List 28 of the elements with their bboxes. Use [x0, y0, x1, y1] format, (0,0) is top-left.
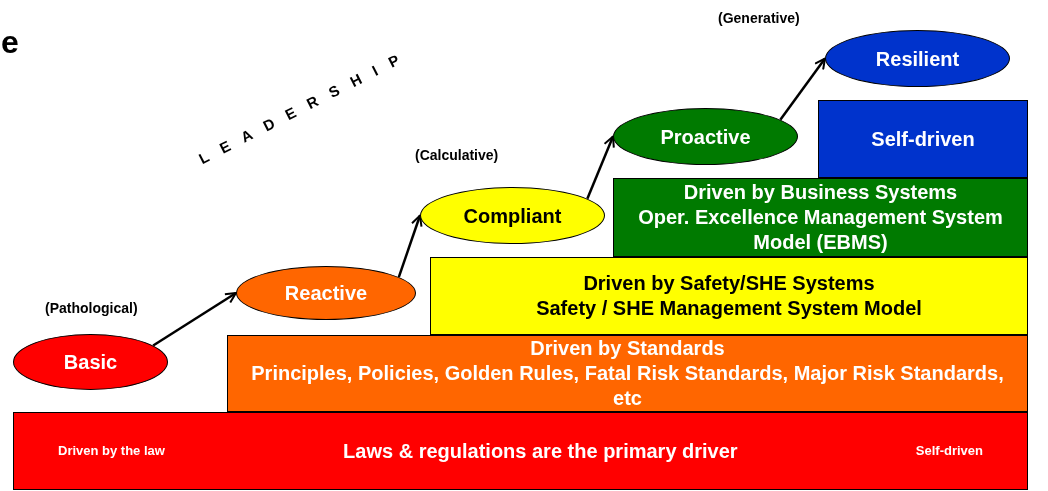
- level-bar: [227, 335, 1028, 412]
- title-fragment: e: [1, 24, 19, 60]
- stage-caption: (Calculative): [415, 147, 499, 163]
- level-bar: [818, 100, 1028, 178]
- level-bar: [430, 257, 1028, 335]
- level-heading: Self-driven: [871, 126, 975, 152]
- level-heading: Driven by Standards: [530, 336, 725, 361]
- arrow: [779, 57, 826, 121]
- level-text: Oper. Excellence Management System Model (EBMS): [637, 205, 1004, 255]
- stage-caption: (Generative): [718, 10, 800, 26]
- stage-label: Compliant: [463, 203, 562, 229]
- level-text: Safety / SHE Management System Model: [536, 296, 922, 321]
- arrow: [152, 291, 237, 347]
- arrow: [397, 214, 423, 278]
- stage-caption: (Pathological): [45, 300, 138, 316]
- level-text: Laws & regulations are the primary driver: [343, 439, 738, 464]
- level-heading: Driven by Safety/SHE Systems: [583, 271, 875, 296]
- level-heading: Driven by Business Systems: [683, 180, 958, 205]
- side-note: Self-driven: [915, 442, 983, 461]
- stage-label: Proactive: [660, 124, 751, 150]
- stage-label: Resilient: [875, 46, 960, 72]
- level-text: Principles, Policies, Golden Rules, Fatal Risk Standards, Major Risk Standards, etc: [250, 361, 1005, 411]
- level-bar: [13, 412, 1028, 490]
- side-note: Driven by the law: [58, 442, 165, 461]
- stage-label: Basic: [63, 350, 118, 375]
- level-bar: [613, 178, 1028, 257]
- arrow: [586, 135, 615, 200]
- stage-label: Reactive: [284, 281, 368, 306]
